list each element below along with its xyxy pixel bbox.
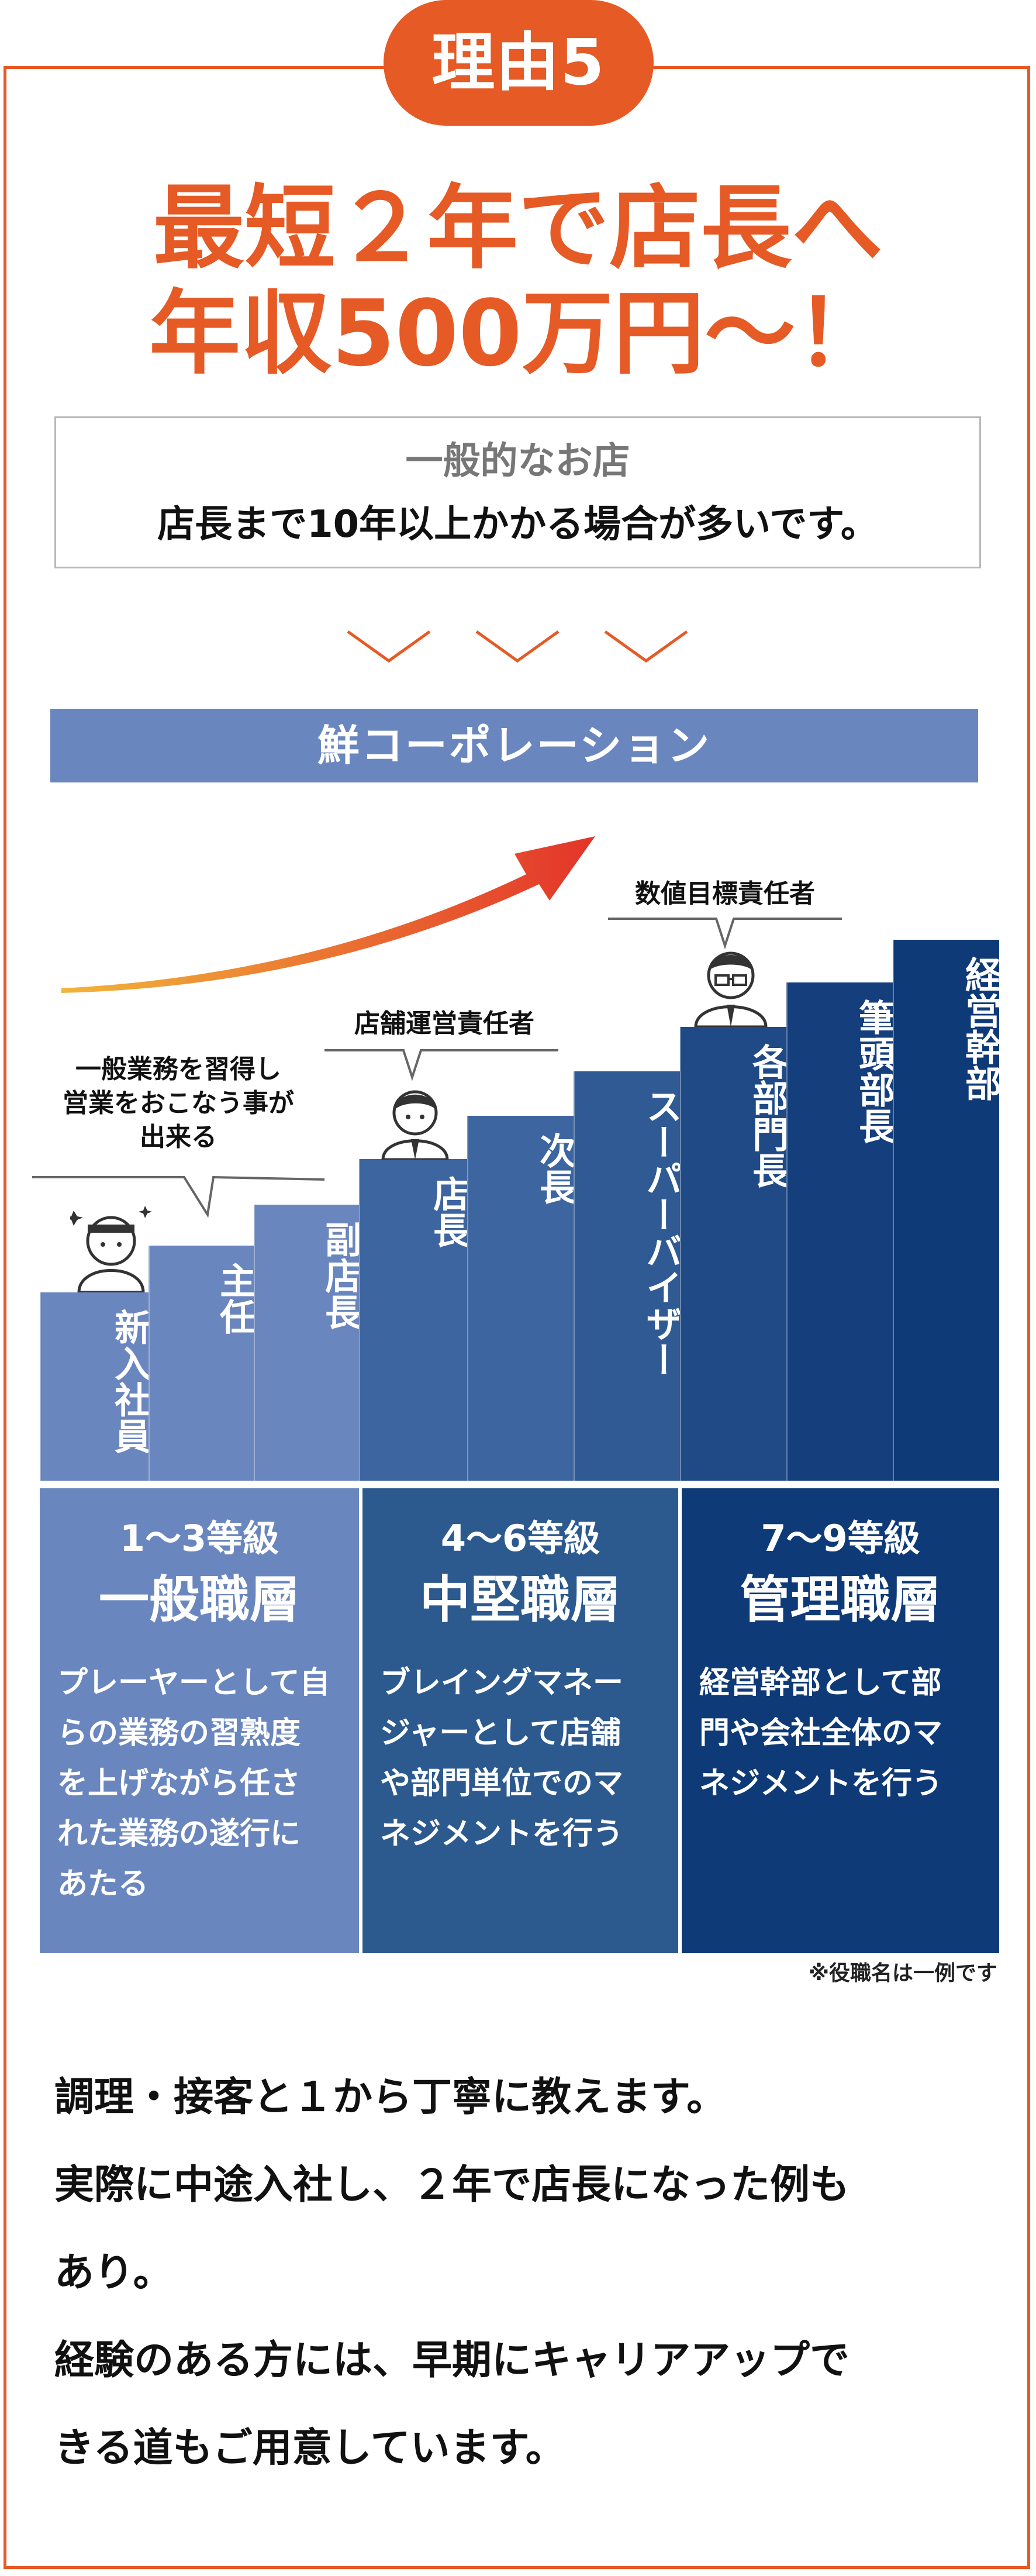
bubble-line-text: 出来る — [140, 1122, 217, 1152]
step-label: 副店長 — [319, 1221, 361, 1330]
step-label: 主任 — [213, 1262, 256, 1334]
step-label: 筆頭部長 — [852, 999, 895, 1144]
body-text-line: 実際に中途入社し、２年で店長になった例も — [54, 2162, 850, 2208]
director-bubble-pointer — [608, 918, 842, 950]
newcomer-bubble-pointer — [32, 1175, 325, 1218]
step-deputy-manager: 副店長 — [254, 1205, 361, 1481]
tier-general: 1〜3等級 一般職層 プレーヤーとして自 らの業務の習熟度 を上げながら任さ れ… — [40, 1488, 359, 1953]
desc-line: らの業務の習熟度 — [57, 1716, 301, 1751]
body-text-line: きる道もご用意しています。 — [54, 2425, 565, 2471]
bubble-line-text: 営業をおこなう事が — [63, 1088, 294, 1118]
tier-management: 7〜9等級 管理職層 経営幹部として部 門や会社全体のマ ネジメントを行う — [682, 1488, 999, 1953]
step-executive: 経営幹部 — [893, 940, 1002, 1481]
step-label: 経営幹部 — [959, 956, 1002, 1101]
step-store-manager: 店長 — [359, 1159, 469, 1481]
desc-line: ネジメントを行う — [699, 1766, 943, 1801]
bubble-line-text: 一般業務を習得し — [75, 1054, 281, 1084]
desc-line: ジャーとして店舗 — [380, 1716, 621, 1751]
desc-line: ブレイングマネー — [380, 1665, 624, 1701]
note-title: 一般的なお店 — [405, 440, 630, 483]
tier-grade: 7〜9等級 — [761, 1517, 920, 1560]
step-deputy-director: 次長 — [467, 1116, 576, 1481]
director-avatar-icon — [694, 951, 768, 1027]
manager-bubble: 店舗運営責任者 — [327, 1007, 561, 1041]
tier-name: 管理職層 — [740, 1571, 941, 1629]
desc-line: や部門単位でのマ — [380, 1766, 624, 1801]
note-body: 店長まで10年以上かかる場合が多いです。 — [157, 503, 878, 546]
step-senior-director: 筆頭部長 — [786, 982, 895, 1481]
step-label: 新入社員 — [108, 1309, 151, 1454]
tier-description: 経営幹部として部 門や会社全体のマ ネジメントを行う — [699, 1658, 987, 1809]
tier-description: ブレイングマネー ジャーとして店舗 や部門単位でのマ ネジメントを行う — [380, 1658, 667, 1859]
desc-line: プレーヤーとして自 — [57, 1665, 330, 1701]
tier-name: 一般職層 — [99, 1571, 300, 1629]
typical-store-note: 一般的なお店 店長まで10年以上かかる場合が多いです。 — [54, 416, 981, 568]
body-text-line: 調理・接客と１から丁寧に教えます。 — [54, 2074, 727, 2120]
step-chief: 主任 — [149, 1246, 256, 1481]
tier-description: プレーヤーとして自 らの業務の習熟度 を上げながら任さ れた業務の遂行に あたる — [57, 1658, 347, 1909]
step-department-head: 各部門長 — [680, 1027, 789, 1481]
tier-grade: 1〜3等級 — [119, 1517, 279, 1560]
newcomer-bubble: 一般業務を習得し 営業をおこなう事が 出来る — [35, 1053, 322, 1154]
step-label: 各部門長 — [746, 1043, 789, 1188]
headline-line-1: 最短２年で店長へ — [153, 175, 883, 281]
reason-badge: 理由5 — [384, 0, 654, 126]
bubble-line-text: 数値目標責任者 — [635, 879, 815, 909]
company-name-bar: 鮮コーポレーション — [50, 709, 978, 782]
body-text-line: 経験のある方には、早期にキャリアアップで — [54, 2337, 850, 2384]
step-label: 店長 — [427, 1175, 469, 1248]
step-newcomer: 新入社員 — [40, 1292, 151, 1481]
step-label: 次長 — [533, 1132, 576, 1205]
desc-line: あたる — [57, 1867, 149, 1902]
desc-line: 経営幹部として部 — [699, 1665, 942, 1701]
desc-line: ネジメントを行う — [380, 1816, 624, 1851]
tier-grade: 4〜6等級 — [440, 1517, 600, 1560]
step-label: スーパーバイザー — [640, 1088, 682, 1378]
desc-line: を上げながら任さ — [57, 1766, 301, 1801]
growth-arrow-icon — [61, 836, 595, 993]
director-bubble: 数値目標責任者 — [608, 877, 842, 911]
tier-name: 中堅職層 — [420, 1571, 621, 1629]
newcomer-avatar-icon — [70, 1206, 152, 1292]
body-text-line: あり。 — [54, 2250, 173, 2296]
bubble-line-text: 店舗運営責任者 — [354, 1009, 534, 1039]
manager-bubble-pointer — [324, 1049, 558, 1081]
down-chevrons-icon — [347, 630, 688, 663]
headline-line-2: 年収500万円〜！ — [149, 280, 887, 387]
step-supervisor: スーパーバイザー — [574, 1071, 682, 1481]
tier-mid: 4〜6等級 中堅職層 ブレイングマネー ジャーとして店舗 や部門単位でのマ ネジ… — [362, 1488, 678, 1953]
desc-line: 門や会社全体のマ — [699, 1716, 943, 1751]
manager-avatar-icon — [381, 1090, 449, 1160]
desc-line: れた業務の遂行に — [57, 1816, 301, 1851]
footnote: ※役職名は一例です — [809, 1961, 997, 1985]
